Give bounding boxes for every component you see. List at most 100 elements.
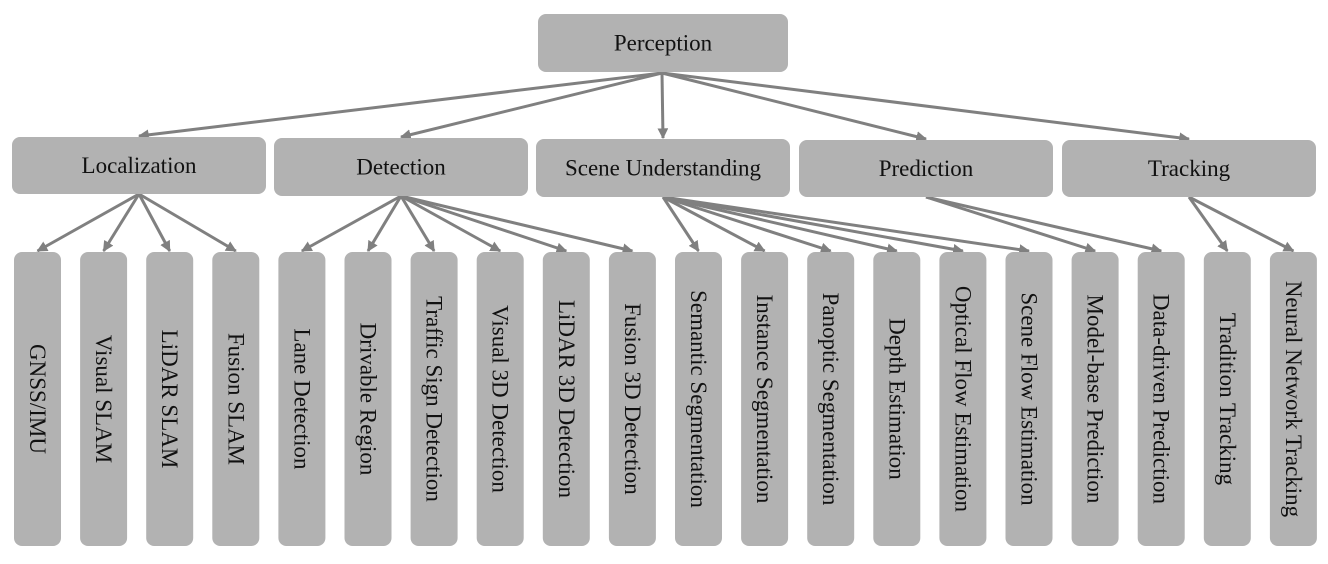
node-gnss-imu: GNSS/IMU bbox=[14, 252, 61, 546]
edge-scene-understanding-to-scene-flow-estimation bbox=[662, 195, 1031, 255]
neural-network-tracking-label: Neural Network Tracking bbox=[1281, 281, 1306, 518]
edge-detection-to-fusion-3d-detection bbox=[400, 194, 634, 255]
lane-detection-box bbox=[278, 252, 326, 546]
edge-scene-understanding-to-panoptic-segmentation bbox=[662, 195, 832, 254]
node-tracking: Tracking bbox=[1062, 140, 1316, 197]
node-neural-network-tracking: Neural Network Tracking bbox=[1269, 252, 1317, 546]
edge-prediction-to-model-base-prediction bbox=[925, 195, 1097, 254]
visual-3d-detection-box bbox=[476, 252, 524, 546]
lidar-slam-box bbox=[146, 252, 194, 546]
optical-flow-estimation-box bbox=[939, 252, 987, 546]
edge-perception-to-tracking bbox=[661, 71, 1191, 144]
instance-segmentation-label: Instance Segmentation bbox=[752, 295, 777, 504]
gnss-imu-box bbox=[14, 252, 61, 546]
tradition-tracking-label: Tradition Tracking bbox=[1215, 313, 1240, 486]
model-base-prediction-label: Model-base Prediction bbox=[1083, 295, 1108, 504]
tracking-label: Tracking bbox=[1148, 156, 1231, 181]
prediction-label: Prediction bbox=[879, 156, 974, 181]
perception-box bbox=[538, 14, 788, 72]
lane-detection-label: Lane Detection bbox=[289, 328, 314, 470]
node-scene-understanding: Scene Understanding bbox=[536, 139, 790, 197]
edge-perception-to-localization bbox=[137, 71, 663, 141]
scene-understanding-label: Scene Understanding bbox=[565, 156, 762, 181]
node-semantic-segmentation: Semantic Segmentation bbox=[675, 252, 722, 546]
edge-detection-to-lidar-3d-detection bbox=[400, 194, 568, 254]
edge-scene-understanding-to-instance-segmentation bbox=[662, 195, 766, 253]
node-model-base-prediction: Model-base Prediction bbox=[1071, 252, 1119, 546]
data-driven-prediction-label: Data-driven Prediction bbox=[1149, 294, 1174, 505]
edge-detection-to-visual-3d-detection bbox=[400, 194, 502, 253]
edge-localization-to-visual-slam bbox=[102, 193, 141, 252]
drivable-region-label: Drivable Region bbox=[356, 323, 381, 476]
panoptic-segmentation-box bbox=[807, 252, 855, 546]
edge-localization-to-fusion-slam bbox=[138, 192, 237, 253]
tracking-box bbox=[1062, 140, 1316, 197]
semantic-segmentation-label: Semantic Segmentation bbox=[686, 290, 711, 508]
drivable-region-box bbox=[344, 252, 392, 546]
edge-localization-to-lidar-slam bbox=[137, 193, 172, 252]
gnss-imu-label: GNSS/IMU bbox=[25, 344, 50, 454]
node-detection: Detection bbox=[274, 138, 528, 196]
edge-tracking-to-tradition-tracking bbox=[1187, 196, 1229, 252]
node-localization: Localization bbox=[12, 137, 266, 194]
node-prediction: Prediction bbox=[799, 140, 1053, 197]
fusion-3d-detection-label: Fusion 3D Detection bbox=[620, 303, 645, 495]
node-optical-flow-estimation: Optical Flow Estimation bbox=[939, 252, 987, 546]
detection-label: Detection bbox=[356, 155, 446, 180]
node-depth-estimation: Depth Estimation bbox=[873, 252, 921, 546]
node-drivable-region: Drivable Region bbox=[344, 252, 392, 546]
node-lidar-slam: LiDAR SLAM bbox=[146, 252, 194, 546]
edges bbox=[36, 71, 1295, 255]
optical-flow-estimation-label: Optical Flow Estimation bbox=[950, 286, 975, 513]
edge-perception-to-detection bbox=[399, 71, 663, 140]
node-fusion-3d-detection: Fusion 3D Detection bbox=[608, 252, 656, 546]
edge-tracking-to-neural-network-tracking bbox=[1188, 195, 1295, 253]
visual-slam-label: Visual SLAM bbox=[91, 335, 116, 463]
node-traffic-sign-detection: Traffic Sign Detection bbox=[410, 252, 458, 546]
lidar-slam-label: LiDAR SLAM bbox=[157, 330, 182, 469]
panoptic-segmentation-label: Panoptic Segmentation bbox=[818, 293, 843, 506]
model-base-prediction-box bbox=[1071, 252, 1119, 546]
node-tradition-tracking: Tradition Tracking bbox=[1203, 252, 1251, 546]
edge-scene-understanding-to-semantic-segmentation bbox=[661, 196, 700, 252]
edge-scene-understanding-to-optical-flow-estimation bbox=[662, 195, 964, 255]
edge-detection-to-drivable-region bbox=[366, 195, 403, 252]
semantic-segmentation-box bbox=[675, 252, 722, 546]
localization-box bbox=[12, 137, 266, 194]
scene-understanding-box bbox=[536, 139, 790, 197]
node-perception: Perception bbox=[538, 14, 788, 72]
node-fusion-slam: Fusion SLAM bbox=[212, 252, 260, 546]
perception-label: Perception bbox=[614, 31, 713, 56]
node-panoptic-segmentation: Panoptic Segmentation bbox=[807, 252, 855, 546]
edge-localization-to-gnss-imu bbox=[36, 192, 140, 253]
edge-detection-to-lane-detection bbox=[300, 194, 402, 253]
visual-3d-detection-label: Visual 3D Detection bbox=[488, 305, 513, 493]
node-instance-segmentation: Instance Segmentation bbox=[741, 252, 789, 546]
lidar-3d-detection-box bbox=[542, 252, 590, 546]
tradition-tracking-box bbox=[1203, 252, 1251, 546]
node-visual-3d-detection: Visual 3D Detection bbox=[476, 252, 524, 546]
traffic-sign-detection-label: Traffic Sign Detection bbox=[422, 296, 447, 502]
scene-flow-estimation-label: Scene Flow Estimation bbox=[1017, 292, 1042, 506]
node-visual-slam: Visual SLAM bbox=[80, 252, 128, 546]
fusion-slam-label: Fusion SLAM bbox=[223, 333, 248, 465]
neural-network-tracking-box bbox=[1269, 252, 1317, 546]
fusion-slam-box bbox=[212, 252, 260, 546]
edge-prediction-to-data-driven-prediction bbox=[925, 195, 1163, 255]
prediction-box bbox=[799, 140, 1053, 197]
node-scene-flow-estimation: Scene Flow Estimation bbox=[1005, 252, 1053, 546]
depth-estimation-box bbox=[873, 252, 921, 546]
data-driven-prediction-box bbox=[1137, 252, 1185, 546]
edge-scene-understanding-to-depth-estimation bbox=[662, 195, 898, 255]
edge-perception-to-prediction bbox=[661, 71, 928, 142]
node-data-driven-prediction: Data-driven Prediction bbox=[1137, 252, 1185, 546]
scene-flow-estimation-box bbox=[1005, 252, 1053, 546]
edge-perception-to-scene-understanding bbox=[657, 72, 669, 140]
node-lidar-3d-detection: LiDAR 3D Detection bbox=[542, 252, 590, 546]
node-lane-detection: Lane Detection bbox=[278, 252, 326, 546]
detection-box bbox=[274, 138, 528, 196]
fusion-3d-detection-box bbox=[608, 252, 656, 546]
depth-estimation-label: Depth Estimation bbox=[884, 318, 909, 480]
